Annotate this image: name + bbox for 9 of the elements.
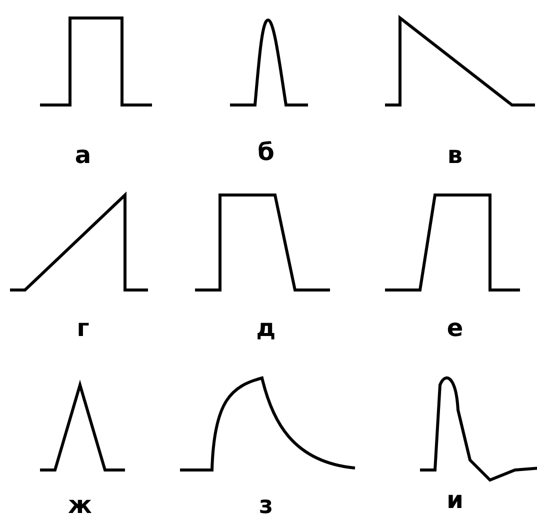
panel-letter: и bbox=[446, 488, 464, 512]
panel-letter: з bbox=[259, 493, 273, 517]
panel-letter: ж bbox=[68, 493, 92, 517]
panel-letter: б bbox=[258, 140, 274, 164]
panel-letter: а bbox=[74, 143, 92, 167]
panel-letter: г bbox=[76, 316, 90, 340]
panel-letter: д bbox=[256, 316, 276, 340]
panel-letter: в bbox=[447, 143, 463, 167]
panel-letter: е bbox=[446, 316, 464, 340]
